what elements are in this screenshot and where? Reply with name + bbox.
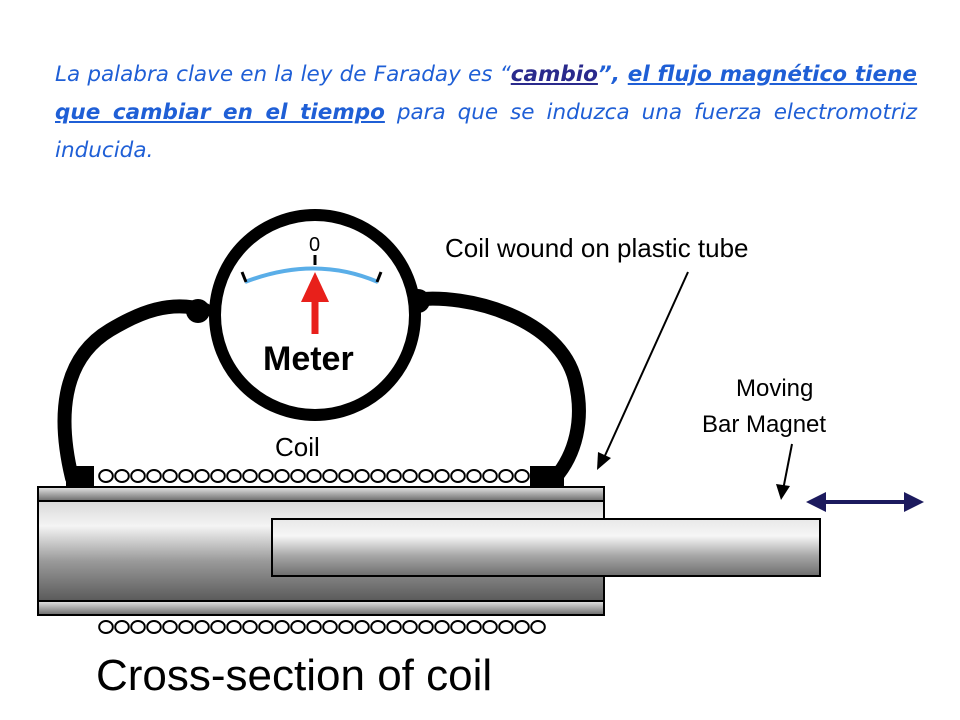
meter-scale (244, 266, 379, 284)
wire-end-right (530, 466, 564, 486)
wire-joint-left (186, 299, 210, 323)
text-close-quote: ”, (597, 62, 628, 87)
motion-arrow-left-head (806, 492, 826, 512)
meter-needle-head (301, 272, 329, 302)
text-rest: para que se induzca una fuerza electromo… (55, 100, 917, 163)
coil-windings-top (98, 469, 530, 483)
motion-arrow-right-head (904, 492, 924, 512)
tube-bottom-wall (37, 600, 605, 616)
explanation-paragraph: La palabra clave en la ley de Faraday es… (55, 56, 917, 170)
tube-top-wall (37, 486, 605, 502)
tube-pointer-line (602, 271, 689, 461)
tube-pointer-head (597, 452, 611, 470)
diagram-caption: Cross-section of coil (96, 651, 492, 700)
bar-magnet (271, 518, 821, 577)
text-intro: La palabra clave en la ley de Faraday es… (55, 62, 511, 87)
magnet-pointer-head (776, 484, 790, 500)
keyword-cambio: cambio (510, 62, 598, 87)
meter-zero-label: 0 (309, 234, 320, 256)
coil-label: Coil (275, 432, 320, 462)
coil-wire-right (405, 291, 586, 485)
coil-windings-bottom (98, 620, 546, 634)
meter-tick-left (240, 271, 248, 283)
magnet-label-line2: Bar Magnet (702, 411, 826, 438)
meter-tick-right (375, 271, 383, 283)
emphasis-flux-change: el flujo magnético tiene que cambiar en … (55, 62, 918, 125)
magnet-pointer-line (782, 443, 793, 491)
wire-end-left (66, 466, 94, 486)
coil-wire (57, 299, 212, 485)
tube-label: Coil wound on plastic tube (445, 233, 749, 263)
meter-label: Meter (263, 340, 354, 378)
magnet-label-line1: Moving (736, 375, 813, 402)
